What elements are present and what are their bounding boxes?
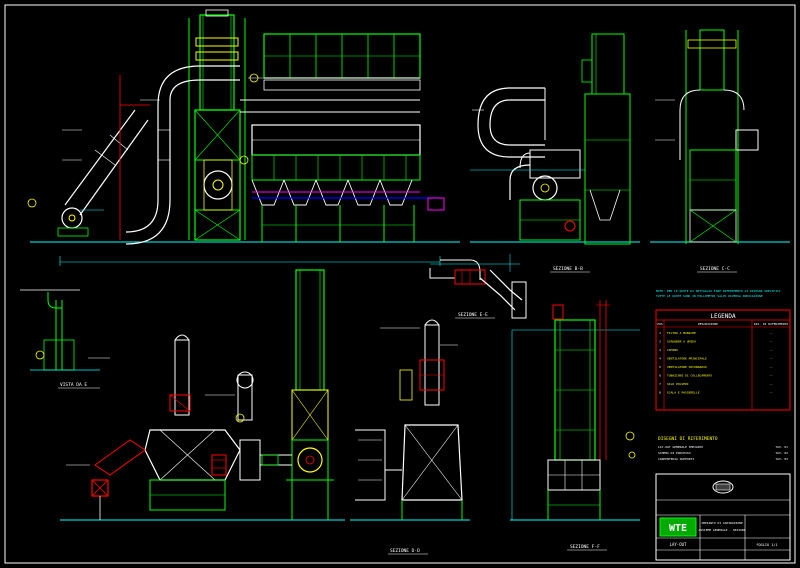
legend-row-desc: TUBAZIONI DI COLLEGAMENTO: [667, 374, 712, 378]
title-sheet: FOGLIO 1/1: [756, 543, 777, 547]
legend-row-desc: CAMINO: [667, 348, 678, 352]
title-project: IMPIANTO DI ASPIRAZIONE: [701, 521, 743, 525]
legend-row-pos: 6: [659, 374, 661, 378]
legend-col-pos: POS: [657, 322, 663, 326]
title-block: [655, 473, 791, 561]
view-e-drawing: [20, 289, 110, 371]
section-f-f-label: SEZIONE F-F: [570, 544, 600, 550]
title-drawing: LAY-OUT: [670, 542, 687, 547]
legend-row-desc: FILTRO A MANICHE: [667, 331, 696, 335]
title-logo: WTE: [669, 523, 687, 534]
reference-row-right: TAV. 02: [775, 451, 788, 455]
legend-row-ref: --: [769, 382, 773, 386]
section-c-c-drawing: [650, 29, 790, 244]
reference-row-left: SCHEMA DI PROCESSO: [658, 451, 691, 455]
scrubber-elevation: [350, 319, 470, 521]
reference-rows: LAY-OUT GENERALE IMPIANTO TAV. 01 SCHEMA D…: [658, 445, 788, 461]
reference-row-right: TAV. 01: [775, 445, 788, 449]
company-logo-icon: [712, 480, 734, 494]
legend-row-pos: 8: [659, 391, 661, 395]
title-subject: ASSIEME GENERALE - SEZIONI: [699, 528, 746, 532]
legend-row-pos: 3: [659, 348, 661, 352]
legend-row-desc: SILO POLVERI: [667, 382, 689, 386]
legend-row-ref: --: [769, 348, 773, 352]
legend-row-pos: 7: [659, 382, 661, 386]
section-b-b-drawing: [470, 33, 640, 245]
reference-row-left: CARPENTERIA SUPPORTI: [658, 457, 694, 461]
section-c-c-label: SEZIONE C-C: [700, 266, 730, 272]
legend-row-ref: --: [769, 331, 773, 335]
legend-row-pos: 1: [659, 331, 661, 335]
legend-row-desc: SCRUBBER A UMIDO: [667, 340, 696, 344]
section-e-e-label: SEZIONE E-E: [458, 312, 488, 318]
reference-row-right: TAV. 03: [775, 457, 788, 461]
references-title: DISEGNI DI RIFERIMENTO: [658, 436, 718, 442]
sheet-border: [4, 4, 796, 564]
section-d-d-label: SEZIONE D-D: [390, 548, 420, 554]
section-f-f-drawing: [510, 300, 640, 521]
section-b-b-label: SEZIONE B-B: [553, 266, 583, 272]
legend-row-ref: --: [769, 374, 773, 378]
wte-logo-box: [659, 517, 697, 537]
legend-row-desc: VENTILATORE PRINCIPALE: [667, 357, 707, 361]
section-d-d-drawing: [60, 269, 345, 521]
view-e-label: VISTA DA E: [60, 382, 87, 388]
legend-row-ref: --: [769, 365, 773, 369]
legend-row-pos: 4: [659, 357, 661, 361]
section-e-e-drawing: [429, 254, 527, 319]
legend-row-pos: 2: [659, 340, 661, 344]
legend-row-desc: SCALA E PASSERELLE: [667, 391, 700, 395]
legend-col-desc: DESCRIZIONE: [698, 322, 718, 326]
legend-row-ref: --: [769, 391, 773, 395]
legend-table: [655, 309, 791, 411]
legend-col-ref: DIS. DI RIFERIMENTO: [754, 322, 789, 326]
legend-row-ref: --: [769, 340, 773, 344]
elevation-main: [27, 9, 460, 266]
legend-title: LEGENDA: [710, 313, 736, 320]
legend-row-pos: 5: [659, 365, 661, 369]
legend-row-ref: --: [769, 357, 773, 361]
legend-rows: 1 FILTRO A MANICHE -- 2 SCRUBBER A UMIDO -- 3 C…: [659, 331, 773, 395]
note-line-1: NOTE: PER LE QUOTE DI DETTAGLIO FARE RIF…: [656, 289, 781, 293]
legend-row-desc: VENTILATORE SECONDARIO: [667, 365, 707, 369]
note-line-2: TUTTE LE QUOTE SONO IN MILLIMETRI SALVO …: [656, 294, 763, 298]
reference-row-left: LAY-OUT GENERALE IMPIANTO: [658, 445, 703, 449]
